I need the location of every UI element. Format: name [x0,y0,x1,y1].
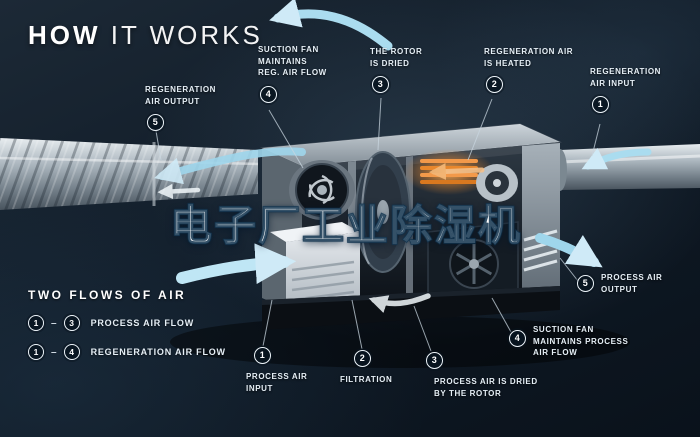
legend-badge-3: 3 [63,315,80,331]
callout-process-air-output: 5 PROCESS AIR OUTPUT [577,272,662,295]
callout-label: SUCTION FAN MAINTAINS PROCESS AIR FLOW [533,325,629,358]
airflow-arrows [154,0,652,314]
callout-badge-4: 4 [509,330,526,347]
callout-label: PROCESS AIR INPUT [246,372,308,393]
regen-output-top-arrow [269,0,393,51]
callout-badge-5: 5 [147,114,164,132]
process-input-arrow [176,243,297,285]
callout-label: PROCESS AIR OUTPUT [601,273,663,294]
callout-label: PROCESS AIR IS DRIED BY THE ROTOR [434,377,538,398]
legend-label-regeneration: REGENERATION AIR FLOW [90,347,226,357]
legend-badge-1: 1 [28,315,44,331]
process-output-arrow [535,233,603,268]
page-title: HOW IT WORKS [28,20,263,51]
title-light: IT WORKS [110,20,263,50]
legend-label-process: PROCESS AIR FLOW [90,318,195,328]
callout-label: REGENERATION AIR OUTPUT [145,85,217,106]
callout-badge-2: 2 [354,350,371,367]
callout-label: SUCTION FAN MAINTAINS REG. AIR FLOW [258,45,327,78]
filter-box [270,222,360,316]
callout-rotor-is-dried: THE ROTOR IS DRIED 3 [370,46,423,94]
machine-side-panel [522,143,560,297]
callout-label: THE ROTOR IS DRIED [370,47,423,68]
regen-output-duct-arrow [154,147,306,185]
callout-label: REGENERATION AIR IS HEATED [484,47,574,68]
legend-row-regeneration: 1 – 4 REGENERATION AIR FLOW [28,344,226,360]
callout-badge-1: 1 [592,96,609,114]
legend-badge-4: 4 [63,344,80,360]
callout-suction-fan-reg: SUCTION FAN MAINTAINS REG. AIR FLOW 4 [258,44,327,103]
legend-separator: – [51,317,57,329]
callout-label: REGENERATION AIR INPUT [590,67,662,88]
callout-badge-3: 3 [426,352,443,369]
process-fan-compartment [427,221,519,309]
callout-process-air-dried: 3 PROCESS AIR IS DRIED BY THE ROTOR [424,352,538,399]
callout-badge-5: 5 [577,275,594,292]
callout-badge-3: 3 [372,76,389,94]
callout-badge-1: 1 [254,347,271,364]
callout-suction-fan-process: 4 SUCTION FAN MAINTAINS PROCESS AIR FLOW [509,324,628,359]
chinese-watermark: 电子厂工业除湿机 [169,201,523,250]
connector-lines [155,97,601,352]
heater-arrow [428,163,485,180]
regen-suction-fan [289,160,355,220]
legend-separator: – [51,346,57,358]
legend: TWO FLOWS OF AIR 1 – 3 PROCESS AIR FLOW … [28,288,226,360]
duct-inner-arrow [157,183,201,200]
callout-badge-4: 4 [260,85,277,103]
regen-input-fan [476,164,518,202]
callout-process-air-input: 1 PROCESS AIR INPUT [246,347,307,394]
legend-badge-1: 1 [28,344,44,360]
callout-label: FILTRATION [340,375,393,384]
regen-input-arrow [581,147,652,170]
callout-regeneration-air-output: REGENERATION AIR OUTPUT 5 [145,84,217,132]
callout-regen-air-input: REGENERATION AIR INPUT 1 [590,66,662,114]
legend-row-process: 1 – 3 PROCESS AIR FLOW [28,315,226,331]
legend-title: TWO FLOWS OF AIR [28,288,187,302]
title-bold: HOW [28,20,101,50]
rotor-exit-arrow [368,293,431,314]
callout-filtration: 2 FILTRATION [340,350,392,386]
callout-badge-2: 2 [486,76,503,94]
rotor [355,151,411,273]
floor-shadow [170,316,630,368]
callout-regen-air-heated: REGENERATION AIR IS HEATED 2 [484,46,574,94]
